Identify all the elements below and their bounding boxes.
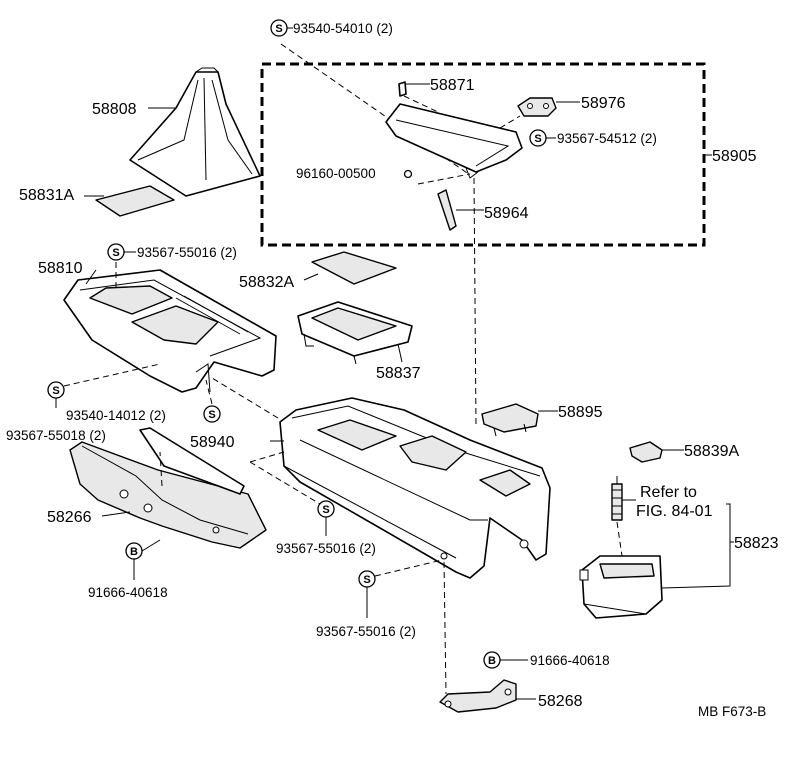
- label-58964: 58964: [484, 205, 529, 222]
- screw-symbol-icon: S: [107, 243, 125, 261]
- cover-58839A: [629, 441, 663, 463]
- hinge-58976: [517, 97, 557, 117]
- cover-58895: [481, 403, 539, 437]
- label-58940: 58940: [190, 434, 235, 451]
- label-fig-84-01: FIG. 84-01: [636, 503, 713, 520]
- figure-code: MB F673-B: [698, 704, 766, 719]
- bolt-symbol-icon: B: [125, 542, 143, 560]
- bolt-symbol-icon: B: [483, 651, 501, 669]
- svg-text:S: S: [112, 247, 119, 259]
- rod-58964: [437, 189, 457, 231]
- label-93567-55016-middle: 93567-55016 (2): [276, 541, 376, 556]
- label-58831A: 58831A: [19, 187, 74, 204]
- bracket-58268: [439, 679, 517, 713]
- screw-symbol-icon: S: [529, 129, 547, 147]
- label-93567-55016-bottom: 93567-55016 (2): [316, 624, 416, 639]
- svg-text:S: S: [208, 409, 215, 421]
- tray-box-58837: [297, 301, 413, 365]
- shift-boot-58808: [129, 67, 261, 197]
- screw-symbol-icon: S: [47, 381, 65, 399]
- label-91666-40618-left: 91666-40618: [88, 585, 168, 600]
- label-58895: 58895: [558, 404, 603, 421]
- pin-58871: [398, 81, 407, 97]
- svg-text:B: B: [488, 655, 496, 667]
- label-58266: 58266: [47, 509, 92, 526]
- label-91666-40618-right: 91666-40618: [530, 653, 610, 668]
- label-58808: 58808: [92, 101, 137, 118]
- screw-symbol-icon: S: [317, 500, 335, 518]
- label-58839A: 58839A: [684, 443, 739, 460]
- svg-text:S: S: [275, 23, 282, 35]
- box-58823: [579, 555, 663, 619]
- console-body-58940: [279, 397, 551, 579]
- label-58268: 58268: [538, 693, 583, 710]
- bracket-58266: [69, 427, 267, 549]
- screw-symbol-icon: S: [358, 570, 376, 588]
- svg-text:S: S: [363, 574, 370, 586]
- label-93567-55016-top: 93567-55016 (2): [137, 245, 237, 260]
- label-93567-55018: 93567-55018 (2): [6, 428, 106, 443]
- screw-symbol-icon: S: [270, 19, 288, 37]
- label-93567-54512: 93567-54512 (2): [557, 131, 657, 146]
- label-58837: 58837: [376, 365, 421, 382]
- label-58905: 58905: [712, 148, 757, 165]
- label-58810: 58810: [38, 260, 83, 277]
- svg-text:S: S: [52, 385, 59, 397]
- upper-panel-58810: [63, 269, 277, 393]
- mat-58831A: [95, 185, 175, 217]
- label-58976: 58976: [581, 95, 626, 112]
- mat-58832A: [311, 251, 397, 285]
- label-93540-54010: 93540-54010 (2): [293, 21, 393, 36]
- label-58823: 58823: [734, 535, 779, 552]
- screw-symbol-icon: S: [203, 405, 221, 423]
- grommet-96160: [403, 169, 413, 179]
- label-58832A: 58832A: [239, 274, 294, 291]
- svg-text:S: S: [322, 504, 329, 516]
- console-lid: [385, 103, 523, 179]
- label-58871: 58871: [430, 77, 475, 94]
- connector-plug: [611, 476, 623, 521]
- label-refer-to: Refer to: [640, 484, 697, 501]
- svg-text:B: B: [130, 546, 138, 558]
- label-96160-00500: 96160-00500: [296, 166, 376, 181]
- label-93540-14012: 93540-14012 (2): [66, 408, 166, 423]
- svg-text:S: S: [534, 133, 541, 145]
